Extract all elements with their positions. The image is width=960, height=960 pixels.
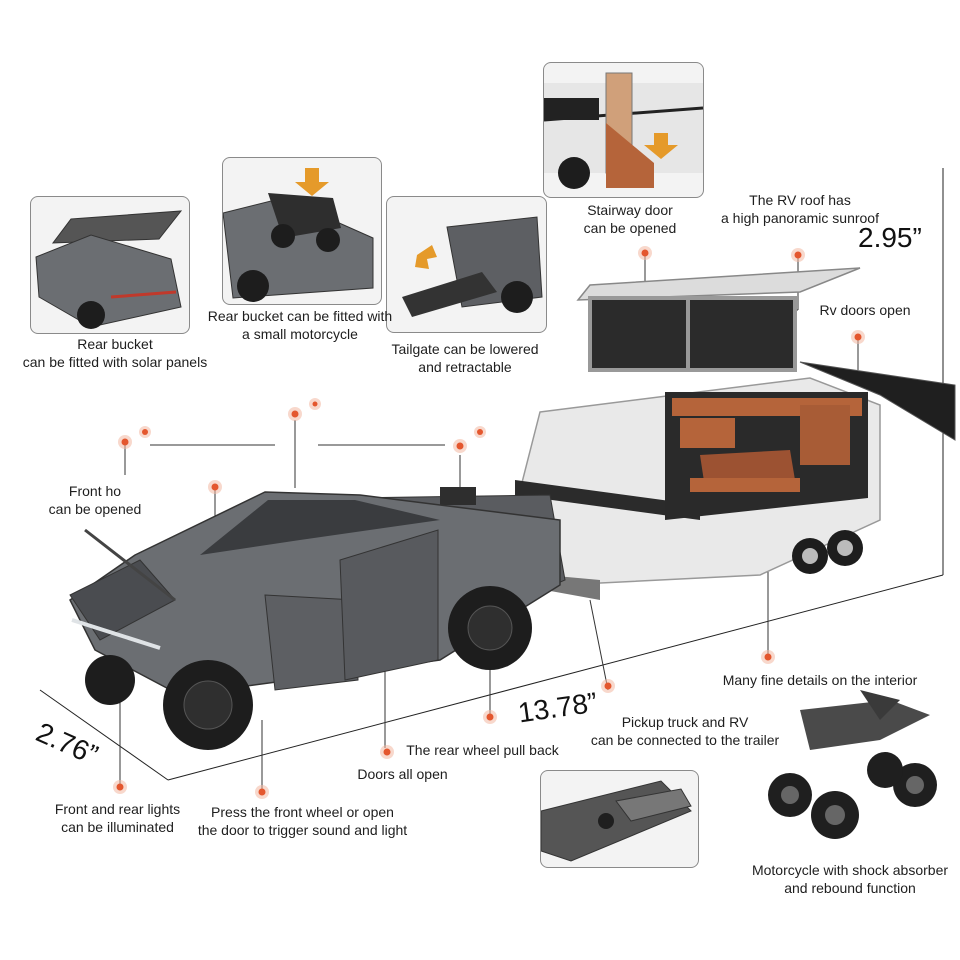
inset-trailer-hitch [540,770,699,868]
caption-line: and rebound function [784,880,916,896]
callout-line: The RV roof has [749,192,851,208]
callout-interior: Many fine details on the interior [715,671,925,689]
tailgate-icon [402,216,543,317]
caption-line: a small motorcycle [242,326,358,342]
solar-panel-icon [35,210,183,329]
feature-markers [113,246,865,799]
callout-line: Press the front wheel or open [211,804,394,820]
motorcycle-in-bucket-icon [223,168,374,302]
callout-lights: Front and rear lights can be illuminated [45,800,190,836]
pickup-truck [69,487,566,750]
callout-line: Front ho [68,483,122,499]
caption-solar-panels: Rear bucket can be fitted with solar pan… [10,335,220,371]
caption-mini-motorcycle: Motorcycle with shock absorber and rebou… [745,861,955,897]
stairway-icon [544,72,703,189]
inset-stairway [543,62,704,198]
caption-tailgate: Tailgate can be lowered and retractable [375,340,555,376]
caption-line: can be fitted with solar panels [22,354,208,370]
callout-line: the door to trigger sound and light [197,822,408,838]
callout-line: Pickup truck and RV [621,714,749,730]
callout-doors-open: Doors all open [350,765,455,783]
inset-tailgate [386,196,547,333]
callout-line: Front and rear lights [54,801,181,817]
trailer-hitch-icon [541,780,692,862]
callout-front-hood: Front ho can be opened [35,482,155,518]
caption-line: and retractable [418,359,512,375]
caption-line: Stairway door [587,202,673,218]
caption-motorcycle-bucket: Rear bucket can be fitted with a small m… [190,307,410,343]
callout-line: can be illuminated [61,819,174,835]
callout-line: Doors all open [357,766,448,782]
callout-line: Many fine details on the interior [722,672,918,688]
caption-line: can be opened [583,220,677,236]
caption-line: Rear bucket can be fitted with [207,308,393,324]
rv-trailer [514,267,956,600]
callout-line: Rv doors open [819,302,911,318]
dimension-height: 2.95” [858,222,922,253]
inset-solar-panels [30,196,190,334]
caption-line: Tailgate can be lowered [391,341,539,357]
callout-sound-light: Press the front wheel or open the door t… [190,803,415,839]
inset-motorcycle-bucket [222,157,382,305]
caption-stairway: Stairway door can be opened [560,201,700,237]
callout-rv-doors: Rv doors open [815,301,915,319]
callout-connected: Pickup truck and RV can be connected to … [585,713,785,749]
caption-line: Rear bucket [77,336,153,352]
mini-motorcycle [768,690,937,839]
callout-line: can be opened [48,501,142,517]
callout-line: The rear wheel pull back [406,742,559,758]
callout-line: can be connected to the trailer [590,732,780,748]
callout-sunroof: The RV roof has a high panoramic sunroof [705,191,895,227]
dimension-lines [39,168,944,781]
caption-line: Motorcycle with shock absorber [751,862,949,878]
callout-line: a high panoramic sunroof [721,210,879,226]
callout-pull-back: The rear wheel pull back [400,741,565,759]
